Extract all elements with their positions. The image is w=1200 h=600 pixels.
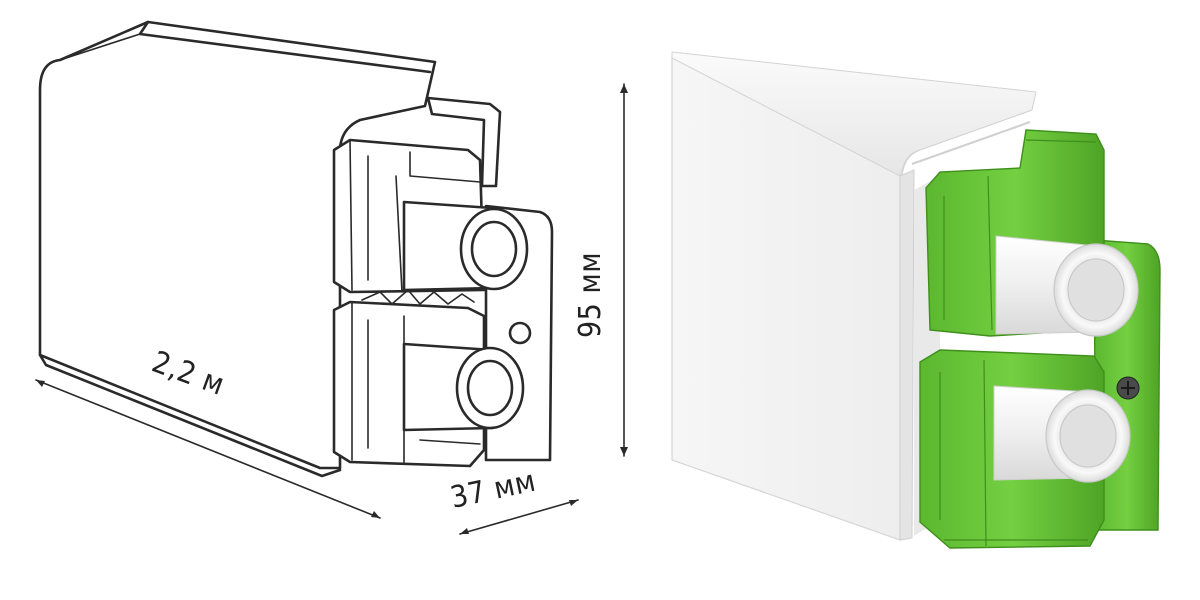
dimension-depth: 37 мм xyxy=(447,464,579,535)
baseboard-bottom-lip xyxy=(38,353,342,478)
upper-pipe-end-inner xyxy=(470,220,518,278)
dimension-height: 95 мм xyxy=(573,83,628,457)
line-drawing: 2,2 м 37 мм 95 мм xyxy=(35,20,628,535)
screw-hole xyxy=(508,321,532,345)
clip-lower-detail xyxy=(351,301,481,463)
lower-pipe-end-inner xyxy=(466,359,514,417)
profile-top-cap xyxy=(426,96,502,188)
dimension-depth-label: 37 мм xyxy=(447,464,539,516)
dimension-height-label: 95 мм xyxy=(573,252,608,338)
screw-icon xyxy=(1116,376,1140,400)
profile-top-bevel xyxy=(671,51,1037,177)
clip-spring-connector xyxy=(361,289,475,305)
profile-edge xyxy=(899,169,915,541)
upper-pipe-drawing xyxy=(402,200,529,292)
lower-pipe-photo xyxy=(993,385,1131,483)
product-photo xyxy=(671,51,1161,549)
baseboard-top-edge xyxy=(59,33,141,61)
lower-pipe-drawing xyxy=(402,342,525,432)
clip-upper-detail xyxy=(349,139,481,293)
upper-pipe-photo xyxy=(995,235,1139,337)
